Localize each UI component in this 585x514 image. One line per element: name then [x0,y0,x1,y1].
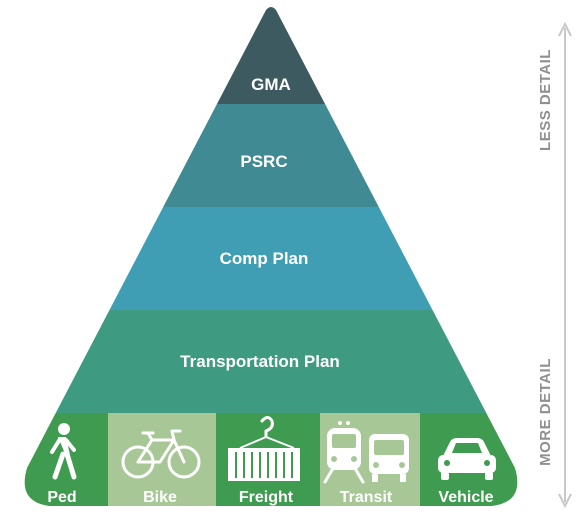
bicycle-icon [121,429,201,479]
level-band-gma [24,7,518,104]
level-band-psrc [24,104,518,207]
arrow-down-icon [558,493,572,509]
arrow-up-icon [558,21,572,37]
mode-label-freight: Freight [239,489,294,506]
mode-label-vehicle: Vehicle [438,489,493,506]
level-label-gma: GMA [251,75,291,94]
car-icon [438,438,496,480]
level-label-comp-plan: Comp Plan [220,249,309,268]
pedestrian-icon [50,423,77,480]
more-detail-label: MORE DETAIL [537,358,554,466]
level-label-transportation-plan: Transportation Plan [180,352,340,371]
mode-label-transit: Transit [340,489,393,506]
transit-train-bus-icon [323,421,409,484]
level-label-psrc: PSRC [240,152,287,171]
detail-axis: LESS DETAIL MORE DETAIL [537,21,572,509]
level-band-transportation-plan [24,310,518,413]
freight-container-icon [228,416,300,481]
mode-label-ped: Ped [47,489,76,506]
less-detail-label: LESS DETAIL [537,49,554,151]
mode-label-bike: Bike [143,489,177,506]
